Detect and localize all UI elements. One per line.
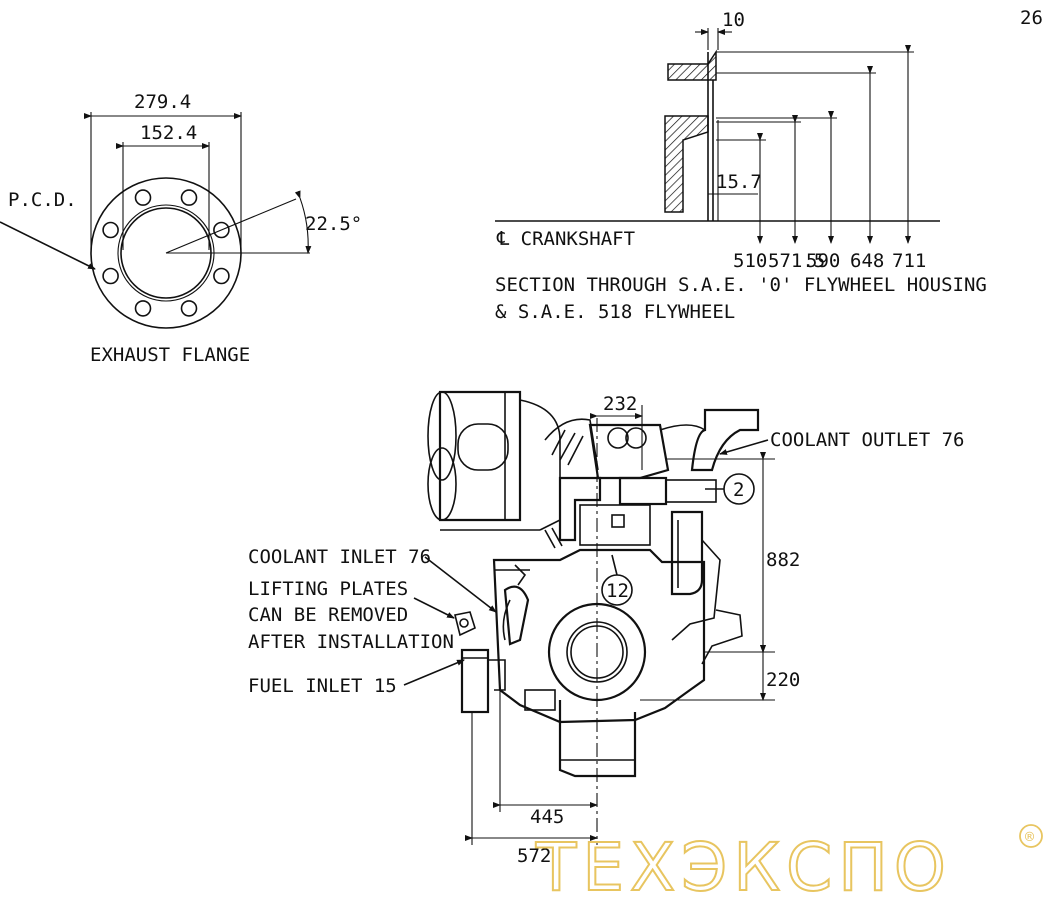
engine-height-dim: 882 — [766, 549, 800, 571]
callout-12: 12 — [606, 580, 629, 602]
flywheel-radius-label: 571.5 — [768, 250, 825, 272]
lifting-plates-label-1: LIFTING PLATES — [248, 578, 408, 600]
bolt-hole — [180, 300, 198, 317]
flange-inner-dim: 152.4 — [140, 122, 197, 144]
engine-width-inner-dim: 445 — [530, 806, 564, 828]
lifting-plates-label-3: AFTER INSTALLATION — [248, 631, 454, 653]
page-number: 26 — [1020, 7, 1043, 29]
bolt-hole — [180, 189, 198, 206]
flywheel-inner-dim: 15.7 — [716, 171, 762, 193]
bolt-hole — [213, 267, 230, 285]
flywheel-radius-label: 648 — [850, 250, 884, 272]
fuel-inlet-label: FUEL INLET 15 — [248, 675, 397, 697]
watermark-mark: ® — [1025, 828, 1035, 846]
engine-top-dim: 232 — [603, 393, 637, 415]
bolt-hole — [102, 221, 119, 239]
watermark-text: ТЕХЭКСПО — [535, 829, 952, 900]
flywheel-radius-label: 590 — [806, 250, 840, 272]
crankshaft-label: ℄ CRANKSHAFT — [496, 228, 635, 250]
flange-angle-label: 22.5° — [305, 213, 362, 235]
callout-2: 2 — [733, 479, 744, 501]
bolt-hole — [213, 221, 230, 239]
flywheel-top-dim: 10 — [722, 9, 745, 31]
coolant-inlet-label: COOLANT INLET 76 — [248, 546, 431, 568]
watermark-logo: ТЕХЭКСПО ® — [534, 824, 1043, 900]
engine-width-outer-dim: 572 — [517, 845, 551, 867]
engine-front-view: 2 12 232 882 220 445 572 COOLANT OUTLET … — [248, 390, 964, 867]
exhaust-flange-title: EXHAUST FLANGE — [90, 344, 250, 366]
flywheel-caption-2: & S.A.E. 518 FLYWHEEL — [495, 301, 735, 323]
flywheel-caption-1: SECTION THROUGH S.A.E. '0' FLYWHEEL HOUS… — [495, 274, 987, 296]
bolt-hole — [102, 267, 119, 285]
flywheel-radius-label: 510 — [733, 250, 767, 272]
flange-outer-dim: 279.4 — [134, 91, 191, 113]
lifting-plates-label-2: CAN BE REMOVED — [248, 604, 408, 626]
bolt-hole — [134, 300, 152, 317]
engine-lower-dim: 220 — [766, 669, 800, 691]
bolt-hole — [134, 189, 152, 206]
flange-bolt-holes — [102, 189, 230, 317]
coolant-outlet-label: COOLANT OUTLET 76 — [770, 429, 964, 451]
exhaust-flange-view: 22.5° 279.4 152.4 P.C.D. EXHAUST FLANGE — [0, 91, 362, 366]
flywheel-radius-label: 711 — [892, 250, 926, 272]
pcd-label: P.C.D. — [8, 189, 77, 211]
